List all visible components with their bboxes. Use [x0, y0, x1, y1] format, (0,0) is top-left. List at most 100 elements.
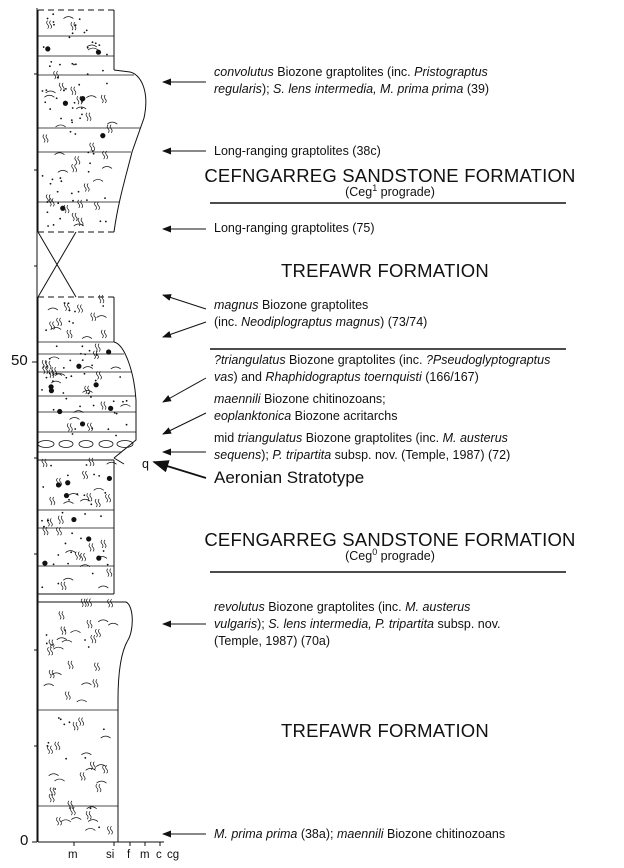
grain-label-coarse: c	[156, 849, 162, 861]
scale-axis	[32, 8, 38, 843]
sand-dot	[75, 63, 77, 66]
sand-dot	[67, 562, 69, 565]
shell-arc	[86, 44, 98, 48]
sand-dot	[65, 376, 68, 379]
annotation-long-ranging-75: Long-ranging graptolites (75)	[214, 220, 375, 237]
sand-dot	[41, 90, 44, 92]
sand-dot	[61, 511, 64, 514]
sand-dot	[106, 82, 108, 85]
shell-arc	[45, 90, 56, 94]
graptolite-mark	[67, 800, 74, 810]
sand-dot	[77, 190, 80, 193]
sand-dot	[78, 18, 81, 21]
graptolite-mark	[74, 551, 81, 560]
ann5-t3: (166/167)	[421, 370, 479, 384]
shell-arc	[100, 735, 111, 739]
sand-dot	[91, 41, 94, 44]
ann8-i2: M. austerus	[405, 600, 471, 614]
graptolite-mark	[45, 360, 52, 370]
sand-dot	[45, 329, 48, 332]
sand-dot	[63, 723, 66, 726]
shell-arc	[75, 106, 87, 110]
sand-dot	[78, 83, 81, 86]
graptolite-mark	[41, 458, 48, 468]
shell-arc	[68, 493, 79, 496]
graptolite-mark	[98, 294, 105, 304]
ceg0-sub-pre: (Ceg	[345, 549, 373, 564]
sand-dot	[72, 199, 74, 202]
pyrite-nodule	[42, 560, 48, 566]
sand-dot	[59, 63, 61, 66]
sand-dot	[74, 133, 77, 135]
graptolite-mark	[94, 343, 101, 352]
graptolite-mark	[88, 457, 95, 467]
graptolite-mark	[106, 124, 113, 134]
shell-arc	[44, 94, 55, 98]
sand-dot	[98, 826, 101, 829]
shell-arc	[48, 773, 59, 777]
sand-dot	[55, 345, 58, 348]
shell-arc	[63, 16, 74, 19]
formation-subtitle-ceg0: (Ceg0 prograde)	[170, 547, 610, 563]
shell-arc	[110, 366, 121, 370]
bedding-lines	[38, 35, 140, 807]
aeronian-stratotype-label: Aeronian Stratotype	[214, 468, 365, 487]
graptolite-mark	[85, 810, 92, 820]
ann6-i1: maennili	[214, 392, 261, 406]
shell-arc	[85, 828, 96, 831]
sand-dot	[41, 586, 44, 589]
sand-dot	[86, 199, 88, 201]
graptolite-mark	[60, 581, 67, 591]
annotation-triangulatus-query: ?triangulatus Biozone graptolites (inc. …	[214, 352, 574, 386]
annotation-convolutus: convolutus Biozone graptolites (inc. Pri…	[214, 64, 554, 98]
sand-dot	[83, 31, 86, 34]
annotation-arrows	[152, 78, 207, 838]
sand-dot	[57, 717, 60, 719]
gap-cross	[37, 231, 77, 298]
sand-dot	[115, 434, 117, 437]
graptolite-mark	[74, 156, 81, 165]
graptolite-mark	[64, 302, 70, 312]
sand-dot	[112, 400, 115, 403]
ann6-t1: Biozone chitinozoans;	[260, 392, 386, 406]
formation-title-trefawr-lower: TREFAWR FORMATION	[281, 720, 489, 741]
sand-dot	[66, 474, 69, 477]
graptolite-mark	[42, 134, 49, 143]
shell-arc	[65, 550, 76, 553]
sand-dot	[104, 197, 106, 200]
graptolite-mark	[57, 515, 64, 524]
graptolite-mark	[69, 806, 76, 816]
pyrite-nodule	[79, 421, 86, 427]
pyrite-nodule	[108, 405, 114, 411]
shell-arc	[70, 817, 82, 820]
sand-dot	[72, 322, 74, 324]
sand-dot	[125, 399, 128, 402]
marker-q: q	[142, 457, 149, 471]
pyrite-nodule	[96, 555, 102, 561]
graptolite-mark	[78, 717, 85, 726]
graptolite-mark	[47, 745, 53, 755]
graptolite-mark	[46, 518, 53, 527]
sand-dot	[65, 88, 67, 90]
pyrite-nodule	[48, 388, 55, 394]
graptolite-mark	[94, 498, 101, 508]
sand-dot	[86, 46, 89, 49]
sand-dot	[53, 23, 55, 26]
sand-dot	[81, 359, 84, 361]
sand-dot	[59, 718, 62, 721]
sand-dot	[74, 428, 77, 430]
sand-dot	[50, 61, 53, 63]
sand-dot	[47, 225, 49, 227]
sand-dot	[98, 474, 101, 477]
shell-arc	[81, 752, 92, 756]
ann5-i2: ?Pseudoglyptograptus	[425, 353, 551, 367]
graptolite-mark	[95, 628, 101, 638]
sand-dot	[51, 178, 54, 181]
sand-dot	[122, 400, 124, 403]
sand-dot	[70, 119, 73, 121]
ann7-t1: mid	[214, 431, 238, 445]
graptolite-mark	[90, 634, 97, 644]
formation-title-trefawr-upper: TREFAWR FORMATION	[281, 260, 489, 281]
graptolite-mark	[100, 539, 107, 549]
shell-arc	[107, 121, 118, 125]
